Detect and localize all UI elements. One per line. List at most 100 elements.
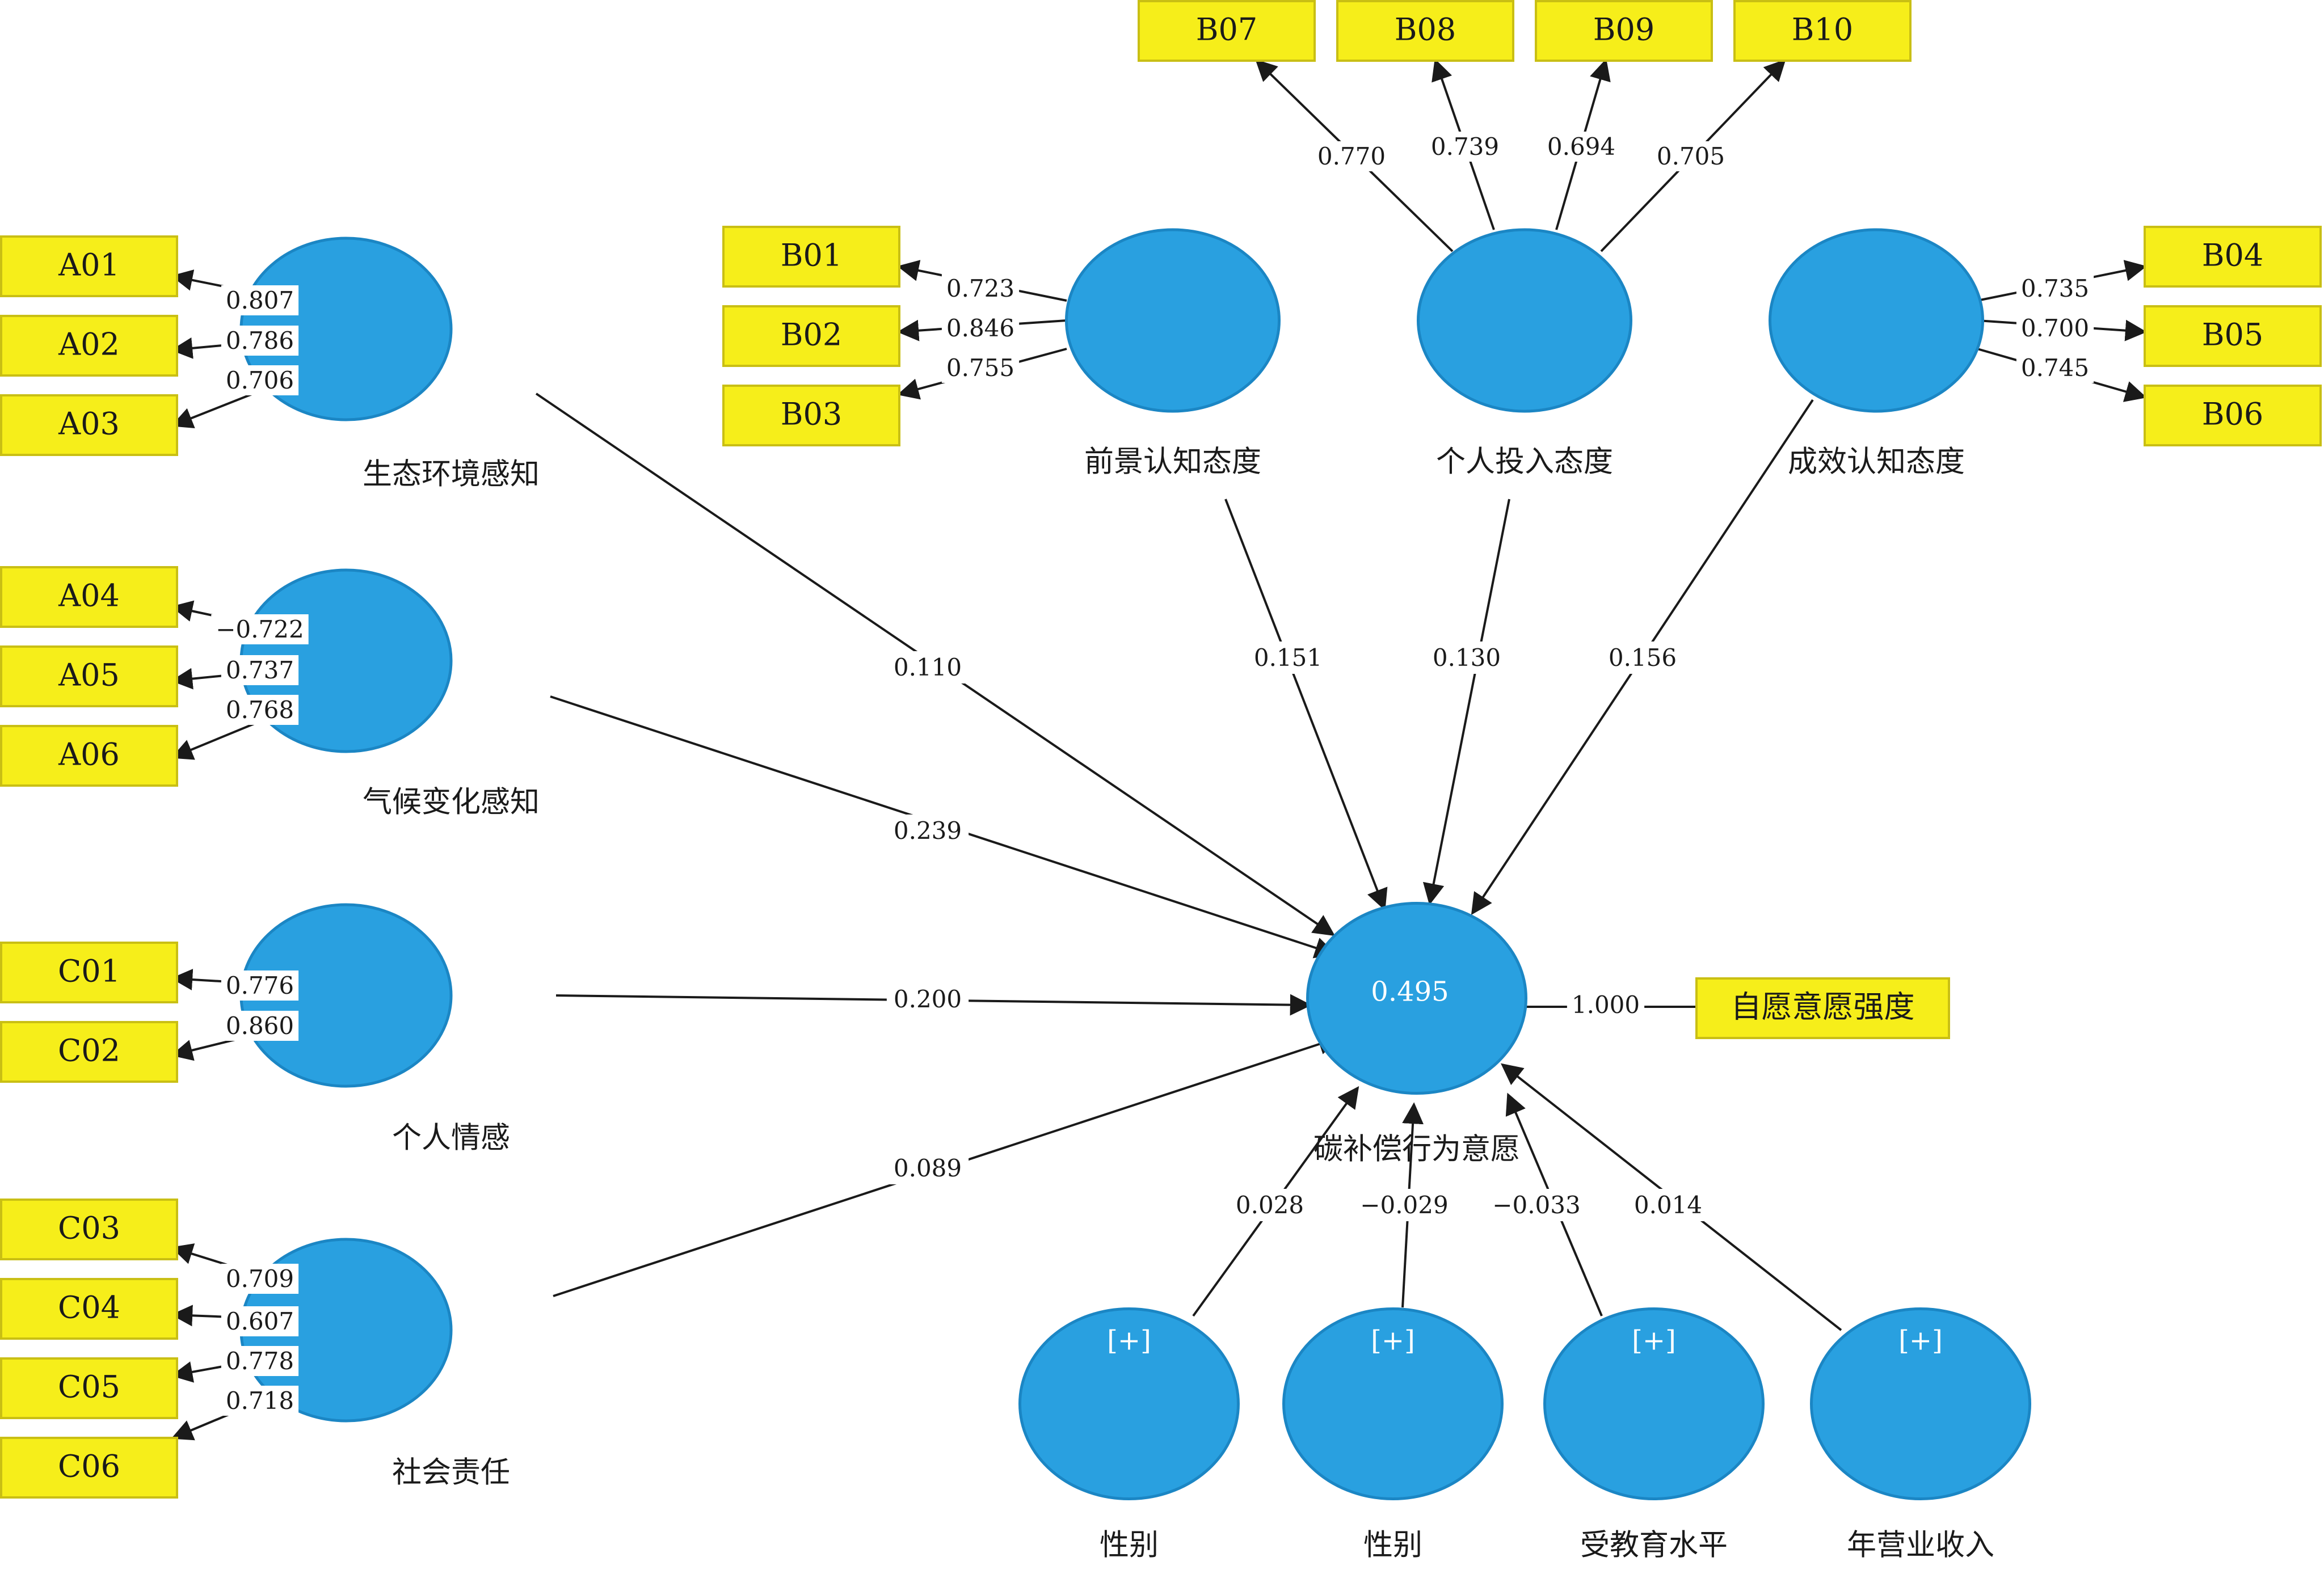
indicator-label: C01: [58, 953, 120, 989]
indicator-box: [0, 1278, 178, 1340]
path-coefficient: −0.033: [1492, 1191, 1580, 1219]
indicator-label: 自愿意愿强度: [1731, 989, 1915, 1025]
indicator-box: [0, 645, 178, 707]
path-prospect-to-target: [1224, 499, 1388, 911]
latent-ellipse: [1065, 228, 1281, 413]
indicator-label: B05: [2202, 317, 2263, 353]
indicator-A05: A05: [0, 645, 178, 707]
indicator-B04: B04: [2144, 226, 2322, 288]
loading-background: [221, 655, 299, 685]
latent-ellipse: [1543, 1307, 1765, 1500]
indicator-box: [1138, 0, 1316, 62]
indicator-label: B01: [781, 238, 842, 273]
indicator-label: A02: [58, 327, 120, 362]
latent-gender2: [+]: [1282, 1307, 1504, 1500]
coefficient-background: [1353, 1189, 1455, 1221]
latent-inner-value: [+]: [1632, 1325, 1676, 1357]
path-arrow: [1422, 499, 1510, 905]
indicator-box: [1336, 0, 1514, 62]
latent-label: 年营业收入: [1847, 1529, 1994, 1563]
loading-background: [221, 970, 299, 1001]
path-coefficient: −0.029: [1360, 1191, 1448, 1219]
indicator-box: [2144, 385, 2322, 446]
loading-value: 0.694: [1547, 133, 1615, 161]
latent-income: [+]: [1810, 1307, 2031, 1500]
coefficient-background: [886, 983, 969, 1015]
path-coefficient: 0.156: [1609, 644, 1677, 672]
loading-background: [1652, 141, 1730, 171]
loading-value: 0.706: [226, 366, 294, 394]
indicator-C01: C01: [0, 942, 178, 1003]
path-coefficient: 0.151: [1254, 644, 1322, 672]
indicator-label: C03: [58, 1210, 120, 1246]
indicator-C04: C04: [0, 1278, 178, 1340]
coefficient-background: [1247, 642, 1329, 674]
latent-label: 碳补偿行为意愿: [1313, 1133, 1520, 1167]
indicator-label: B09: [1593, 12, 1654, 48]
indicator-A01: A01: [0, 235, 178, 297]
indicator-A03: A03: [0, 394, 178, 456]
indicator-label: A04: [58, 578, 120, 614]
indicator-C02: C02: [0, 1021, 178, 1083]
coefficient-background: [1425, 642, 1508, 674]
loading-value: 0.709: [226, 1265, 294, 1293]
loading-value: 0.778: [226, 1347, 294, 1375]
indicator-box: [1733, 0, 1912, 62]
coefficient-background: [1228, 1189, 1311, 1221]
indicator-B05: B05: [2144, 305, 2322, 367]
latent-label: 性别: [1100, 1529, 1159, 1563]
loading-background: [941, 353, 1020, 383]
indicator-B07: B07: [1138, 0, 1316, 62]
indicator-box: [0, 394, 178, 456]
loading-background: [1312, 141, 1391, 171]
indicator-label: C05: [58, 1369, 120, 1405]
path-coefficient: 0.130: [1433, 644, 1501, 672]
indicator-label: A05: [58, 657, 120, 693]
indicator-label: A01: [58, 247, 120, 283]
loading-value: 0.768: [226, 696, 294, 724]
indicator-A04: A04: [0, 566, 178, 628]
loading-background: [2016, 273, 2094, 303]
indicator-label: A03: [58, 406, 120, 442]
path-coefficient: 0.200: [894, 985, 962, 1013]
loading-background: [221, 695, 299, 725]
loading-background: [211, 614, 309, 644]
indicator-box: [0, 1021, 178, 1083]
indicator-label: C02: [58, 1033, 120, 1069]
latent-ellipse: [1810, 1307, 2031, 1500]
indicator-box: [0, 1199, 178, 1260]
loading-background: [1426, 132, 1504, 162]
loading-value: 0.718: [226, 1387, 294, 1415]
indicator-A02: A02: [0, 315, 178, 377]
loading-background: [1567, 990, 1645, 1020]
coefficient-background: [886, 1152, 969, 1184]
coefficient-background: [1485, 1189, 1588, 1221]
path-coefficient: 0.239: [894, 817, 962, 845]
indicator-label: B03: [781, 396, 842, 432]
loading-value: 0.739: [1431, 133, 1499, 161]
loading-value: 0.786: [226, 327, 294, 355]
indicator-label: B04: [2202, 238, 2263, 273]
loading-value: 0.607: [226, 1307, 294, 1335]
latent-effect: [1769, 228, 1984, 413]
indicator-label: C04: [58, 1290, 120, 1326]
coefficient-background: [886, 815, 969, 847]
indicator-box: [722, 385, 900, 446]
indicator-label: C06: [58, 1449, 120, 1484]
indicator-label: B06: [2202, 396, 2263, 432]
indicator-B10: B10: [1733, 0, 1912, 62]
latent-ellipse: [1018, 1307, 1240, 1500]
loading-value: 0.807: [226, 286, 294, 314]
latent-ellipse: [1769, 228, 1984, 413]
loading-value: 0.755: [946, 354, 1014, 382]
indicator-B06: B06: [2144, 385, 2322, 446]
latent-label: 受教育水平: [1580, 1529, 1728, 1563]
latent-target: 0.495: [1306, 902, 1527, 1095]
latent-label: 个人情感: [392, 1121, 510, 1155]
loading-value: 1.000: [1572, 991, 1640, 1019]
loading-background: [221, 365, 299, 395]
loading-background: [2016, 313, 2094, 343]
loading-value: −0.722: [216, 615, 304, 643]
indicator-box: [0, 1357, 178, 1419]
